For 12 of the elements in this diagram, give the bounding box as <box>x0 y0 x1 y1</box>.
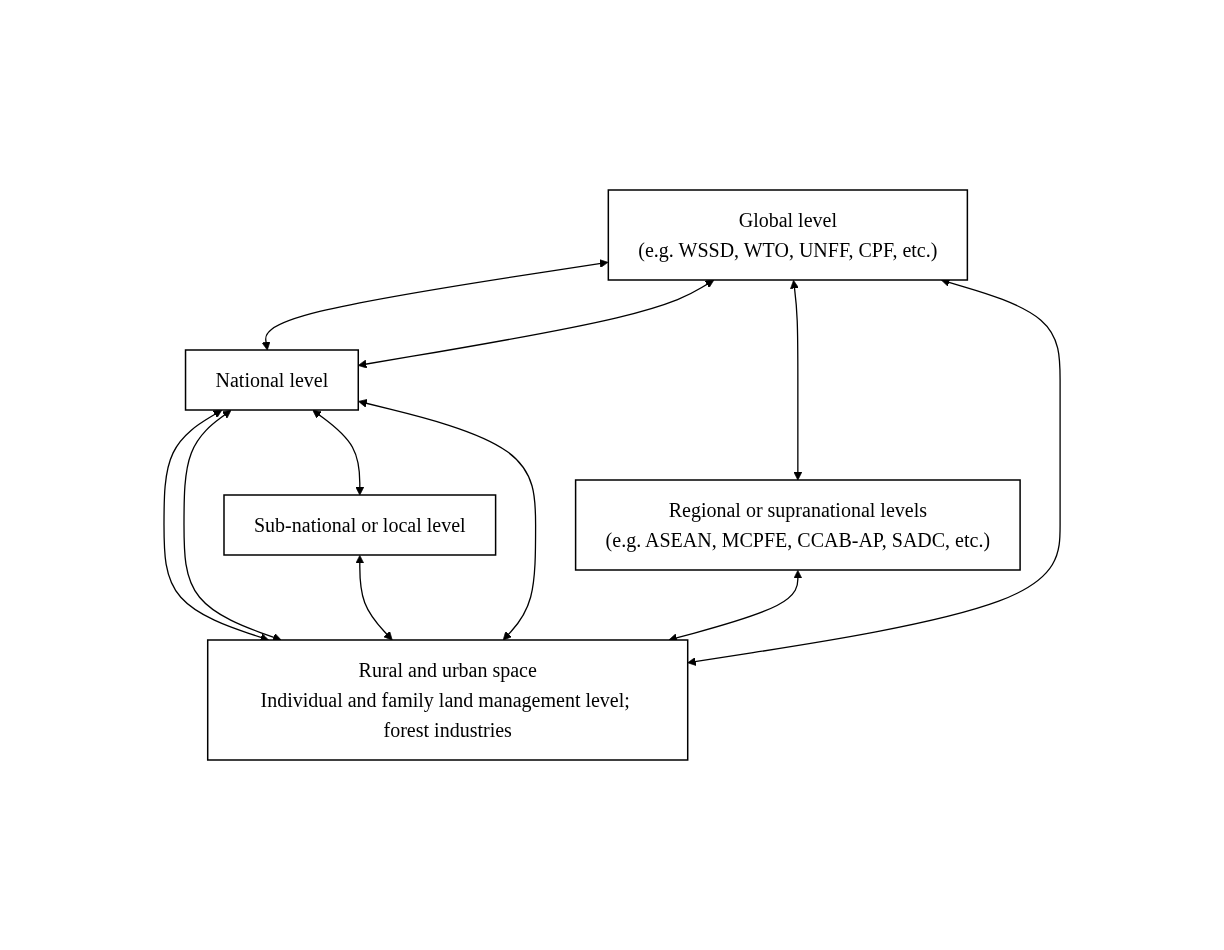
arrow <box>355 555 393 641</box>
node-box: Sub-national or local level <box>223 494 497 556</box>
node-box: Global level (e.g. WSSD, WTO, UNFF, CPF, etc.) <box>607 189 969 281</box>
node-box: National level <box>184 349 359 411</box>
arrow <box>312 409 365 496</box>
arrow <box>261 259 609 351</box>
node-box: Regional or supranational levels (e.g. ASEAN, MCPFE, CCAB-AP, SADC, etc.) <box>574 479 1021 571</box>
arrow <box>790 280 803 481</box>
arrow <box>183 409 282 642</box>
arrow <box>163 409 269 642</box>
arrow <box>358 399 537 641</box>
node-box: Rural and urban space Individual and family land management level; forest industries <box>206 639 689 761</box>
